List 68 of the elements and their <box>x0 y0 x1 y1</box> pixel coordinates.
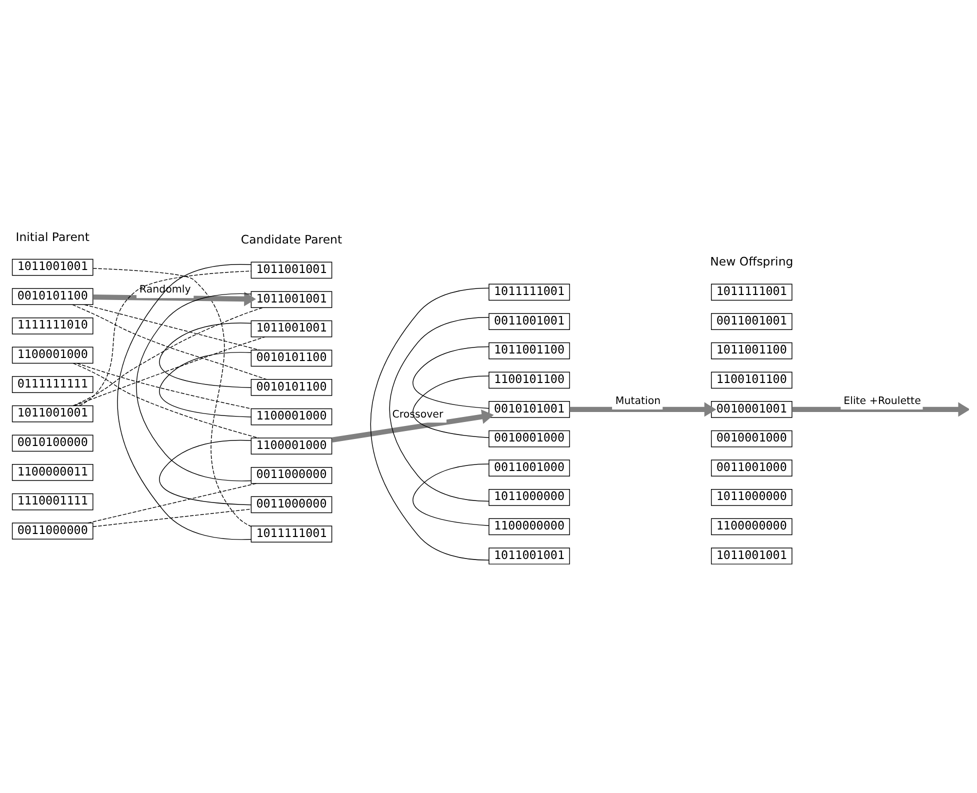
connector <box>72 362 260 438</box>
node-box: 1011001001 <box>12 258 94 276</box>
node-box: 0011000000 <box>250 496 332 513</box>
arrow <box>792 402 969 416</box>
connector <box>370 287 490 560</box>
connector <box>159 351 252 417</box>
connector <box>72 304 267 380</box>
node-box: 0011001001 <box>488 312 570 330</box>
node-box: 0011001000 <box>711 459 792 476</box>
node-box: 0010001000 <box>711 430 792 447</box>
connector <box>84 304 260 350</box>
connector <box>136 292 252 481</box>
node-box: 1100000000 <box>711 518 792 535</box>
node-box: 0010101100 <box>250 349 332 366</box>
connector <box>92 508 252 527</box>
connector <box>92 268 252 526</box>
node-box: 0011001000 <box>488 459 570 476</box>
node-box: 1011111001 <box>488 283 570 300</box>
node-box: 0011000000 <box>12 522 94 540</box>
node-box: 1011111001 <box>250 525 332 542</box>
node-box: 1011001001 <box>488 547 570 564</box>
node-box: 1100001000 <box>12 346 94 364</box>
connector <box>74 336 266 406</box>
arrow <box>332 408 494 442</box>
node-box: 1110001111 <box>12 492 94 510</box>
node-box: 0111111111 <box>12 376 94 392</box>
label: New Offspring <box>710 254 794 268</box>
node-box: 1100001000 <box>250 437 332 454</box>
connector <box>412 346 490 408</box>
connector <box>78 270 252 406</box>
node-box: 1100000000 <box>488 518 570 535</box>
node-box: 1100000011 <box>12 464 94 480</box>
connector <box>159 439 252 505</box>
node-box: 1011000000 <box>711 488 792 506</box>
node-box: 1011001001 <box>250 290 332 308</box>
node-box: 1100101100 <box>488 371 570 388</box>
node-box: 0010101100 <box>12 288 94 305</box>
label: Initial Parent <box>16 229 90 244</box>
node-box: 1011001100 <box>711 342 792 359</box>
connector <box>412 375 490 438</box>
node-box: 1011001001 <box>12 404 94 422</box>
arrow <box>570 402 716 416</box>
node-box: 1011001100 <box>488 342 570 359</box>
node-box: 1011000000 <box>488 488 570 506</box>
edge-label: Elite +Roulette <box>844 394 921 407</box>
node-box: 1011001001 <box>250 320 332 337</box>
label: Candidate Parent <box>240 232 342 246</box>
node-box: 1011001001 <box>250 261 332 278</box>
edge-label: Mutation <box>615 394 661 407</box>
node-box: 0011000000 <box>250 466 332 484</box>
connector <box>159 322 252 388</box>
node-box: 0010001001 <box>711 400 792 418</box>
connector <box>117 264 252 540</box>
node-box: 0011001001 <box>711 312 792 330</box>
node-box: 1100001000 <box>250 408 332 425</box>
node-box: 0010101100 <box>250 378 332 396</box>
node-box: 0010101001 <box>488 400 570 418</box>
node-box: 1100101100 <box>711 371 792 388</box>
node-box: 0010001000 <box>488 430 570 447</box>
connector <box>412 463 490 526</box>
node-box: 1011001001 <box>711 547 792 564</box>
node-box: 1111111010 <box>12 317 94 334</box>
connector <box>88 482 257 523</box>
node-box: 0010100000 <box>12 434 94 452</box>
node-box: 1011111001 <box>711 283 792 300</box>
connector <box>72 306 264 406</box>
connector <box>76 362 252 409</box>
arrow <box>93 291 256 306</box>
